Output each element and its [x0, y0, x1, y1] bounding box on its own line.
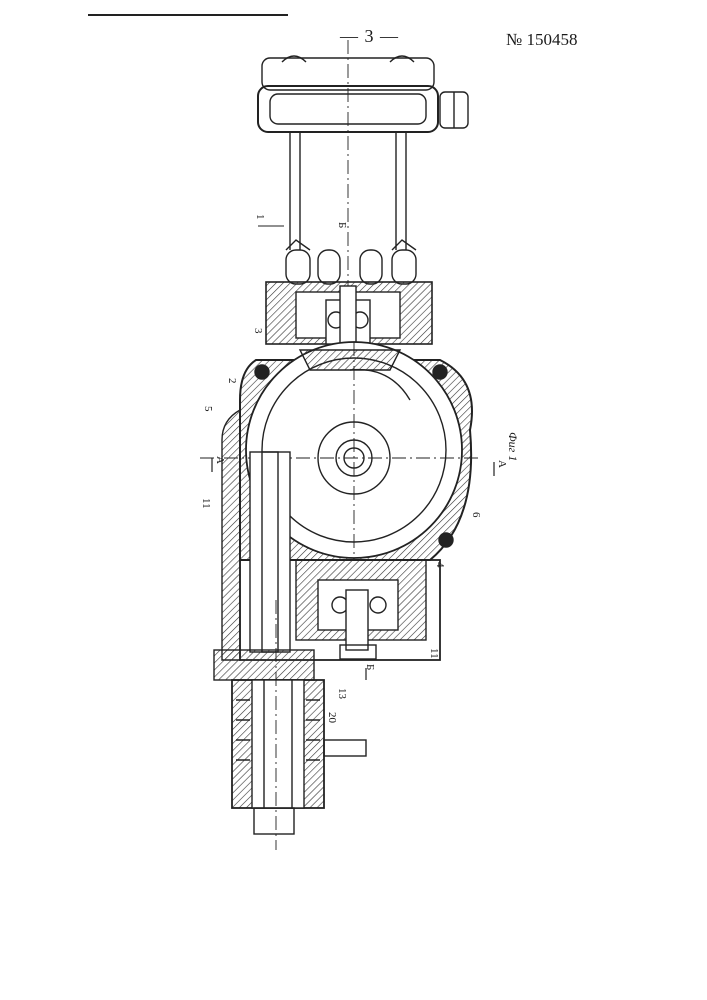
gear-housing	[200, 342, 480, 560]
figure-caption: Фиг 1	[505, 432, 520, 461]
part-label-3: 3	[252, 328, 264, 334]
part-label-11b: 11	[428, 648, 440, 659]
section-label-b-top: Б	[336, 222, 348, 228]
section-label-a-left: А	[214, 456, 226, 464]
part-label-2: 2	[226, 378, 238, 384]
part-label-13: 13	[336, 688, 348, 699]
motor-cap	[258, 56, 468, 132]
motor-body	[258, 40, 406, 300]
part-label-4: 4	[434, 562, 446, 568]
part-label-1: 1	[254, 214, 266, 220]
section-label-b-bottom: Б	[364, 664, 376, 670]
part-label-5: 5	[202, 406, 214, 412]
bearing-housing	[266, 282, 432, 350]
part-label-20: 20	[326, 712, 338, 723]
part-label-11: 11	[200, 498, 212, 509]
part-label-6: 6	[470, 512, 482, 518]
